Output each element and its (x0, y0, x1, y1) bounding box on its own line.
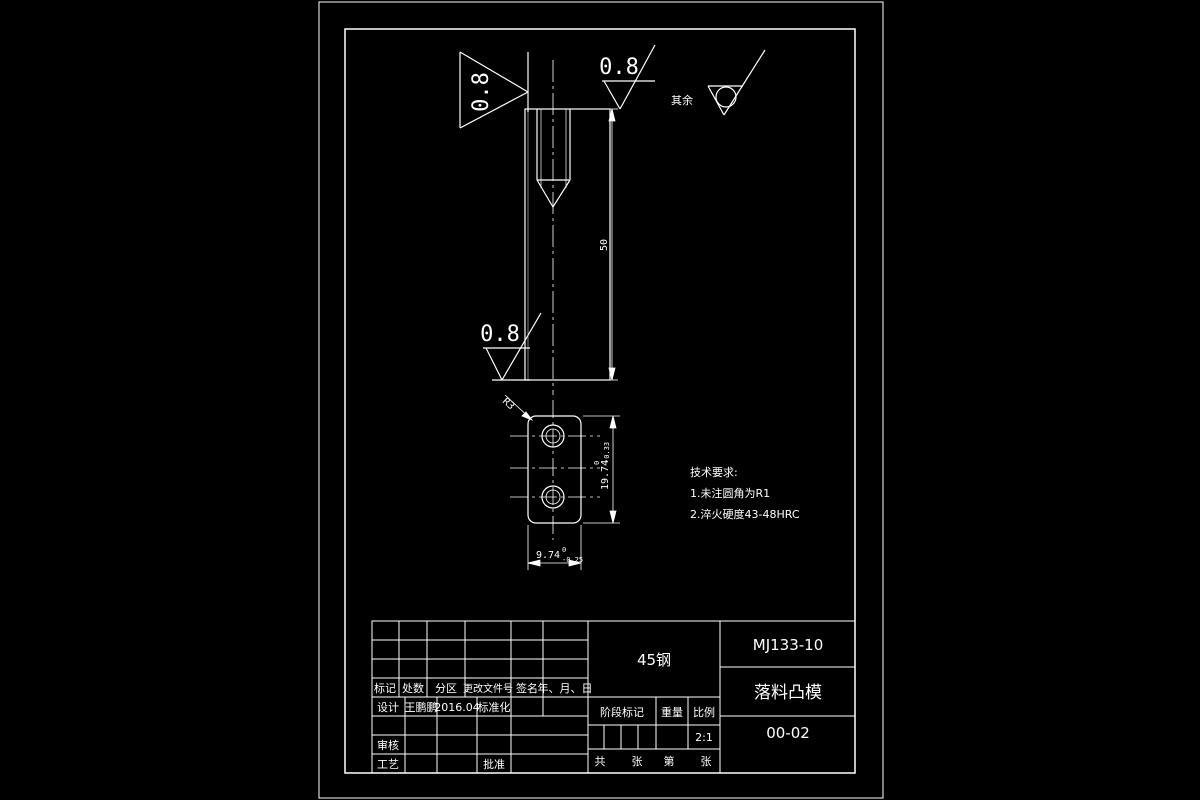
height-upper-tol: 0 (593, 461, 601, 465)
approve-label: 批准 (483, 757, 505, 771)
rest-roughness-symbol (707, 49, 766, 116)
sheets-unit-1: 张 (632, 755, 643, 768)
height-dim-text: 19.74 (600, 460, 611, 490)
width-dimension (527, 525, 582, 570)
stage-mark-label: 阶段标记 (600, 705, 644, 719)
process-label: 工艺 (377, 758, 399, 771)
review-label: 审核 (377, 738, 399, 752)
sheets-total-label: 共 (595, 755, 606, 768)
side-view (510, 400, 600, 540)
title-block (371, 620, 856, 774)
tech-req-title: 技术要求: (690, 466, 738, 479)
roughness-symbol-top-left (459, 51, 529, 129)
width-upper-tol: 0 (562, 546, 566, 554)
length-dim-text: 50 (599, 239, 610, 251)
roughness-text-top-left: 0.8 (469, 72, 494, 112)
tech-req-item-2: 2.淬火硬度43-48HRC (690, 507, 800, 521)
sheet-no-label: 第 (664, 754, 675, 768)
roughness-symbol-top-right (602, 44, 656, 110)
height-dimension (583, 415, 620, 524)
header-date: 年、月、日 (538, 681, 593, 695)
length-dimension (608, 108, 618, 381)
header-change-doc: 更改文件号 (463, 682, 513, 695)
scale-value: 2:1 (695, 731, 713, 744)
design-date: 2016.04 (434, 701, 480, 714)
scale-label: 比例 (693, 705, 715, 719)
tech-req-item-1: 1.未注圆角为R1 (690, 486, 770, 500)
part-name: 落料凸模 (754, 683, 822, 703)
drawing-number: MJ133-10 (753, 636, 824, 654)
material-text: 45钢 (637, 651, 671, 669)
height-lower-tol: -0.33 (603, 442, 611, 463)
roughness-text-top-right: 0.8 (599, 55, 639, 80)
sheets-unit-2: 张 (701, 755, 712, 768)
header-zone: 分区 (435, 682, 457, 695)
part-code: 00-02 (766, 724, 810, 742)
design-label: 设计 (377, 701, 399, 714)
width-lower-tol: -0.25 (562, 556, 583, 564)
standardization-label: 标准化 (478, 700, 511, 714)
header-mark: 标记 (374, 681, 396, 695)
roughness-symbol-bottom-left (483, 312, 542, 381)
width-dim-text: 9.74 (536, 550, 560, 561)
header-count: 处数 (402, 682, 424, 695)
weight-label: 重量 (661, 705, 683, 719)
radius-leader (504, 394, 534, 421)
header-signature: 签名 (516, 681, 538, 695)
roughness-text-bottom-left: 0.8 (480, 322, 520, 347)
designer-name: 王鹏鹏 (405, 701, 438, 714)
rest-roughness-label: 其余 (671, 93, 693, 107)
